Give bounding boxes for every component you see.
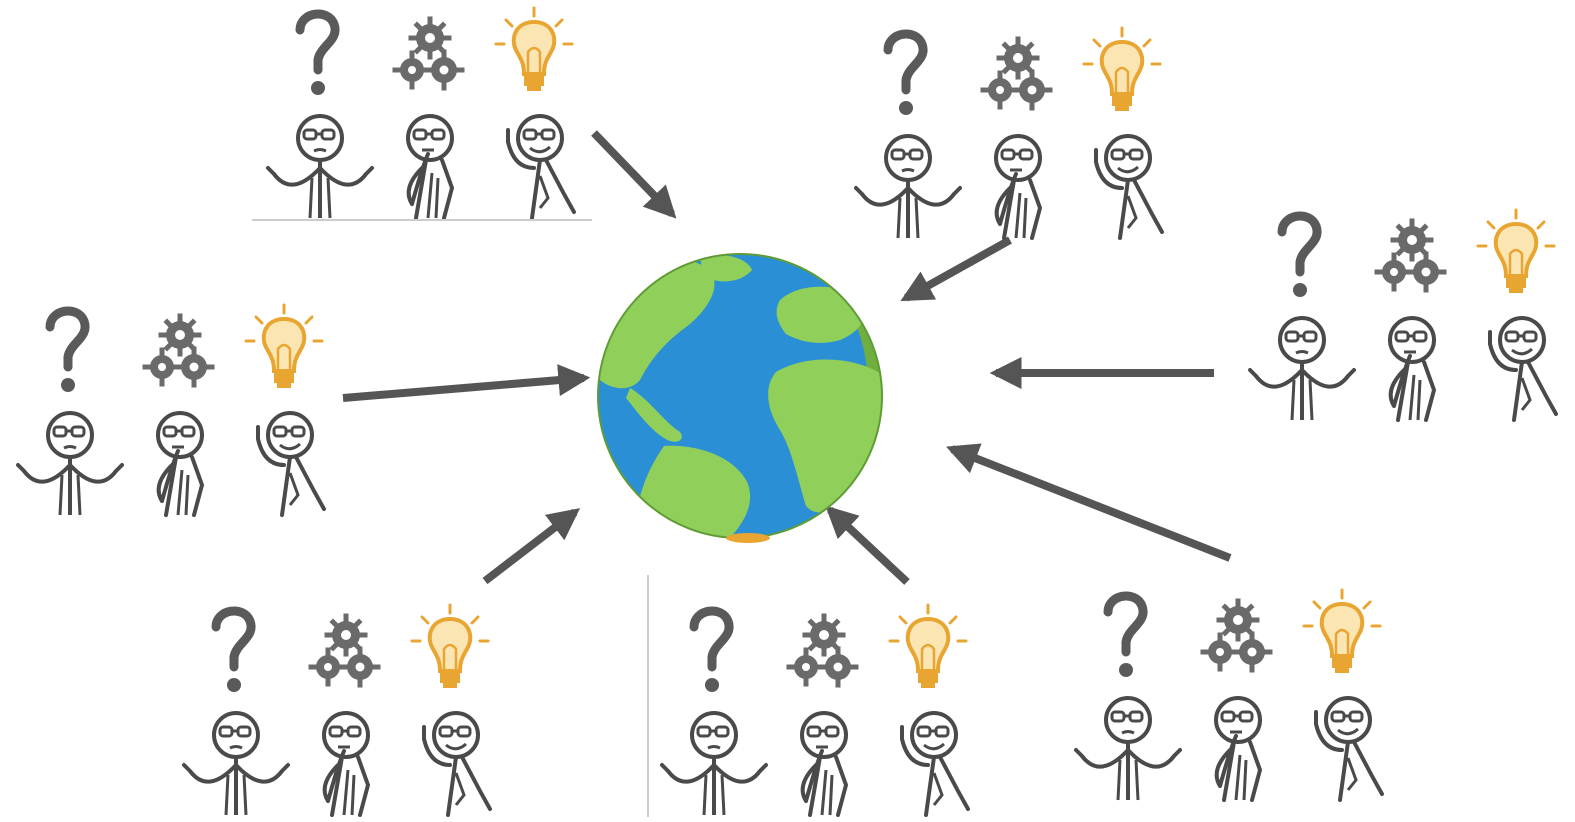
arrow-bottom-left bbox=[482, 508, 581, 585]
arrow-top-right bbox=[900, 236, 1012, 302]
arrow-top-left bbox=[591, 130, 677, 219]
figure-group-top-left bbox=[252, 8, 592, 220]
figure-group-bottom-center bbox=[647, 575, 968, 817]
arrow-middle-left bbox=[342, 364, 591, 402]
arrows bbox=[342, 130, 1232, 585]
arrow-bottom-right bbox=[946, 443, 1232, 562]
figure-group-middle-right bbox=[1250, 210, 1556, 420]
globe-icon bbox=[597, 253, 883, 543]
figure-group-bottom-left bbox=[184, 605, 490, 815]
figure-group-bottom-right bbox=[1076, 590, 1382, 800]
arrow-bottom-center bbox=[825, 505, 910, 585]
figure-group-top-right bbox=[856, 28, 1162, 238]
figure-group-middle-left bbox=[18, 305, 324, 515]
